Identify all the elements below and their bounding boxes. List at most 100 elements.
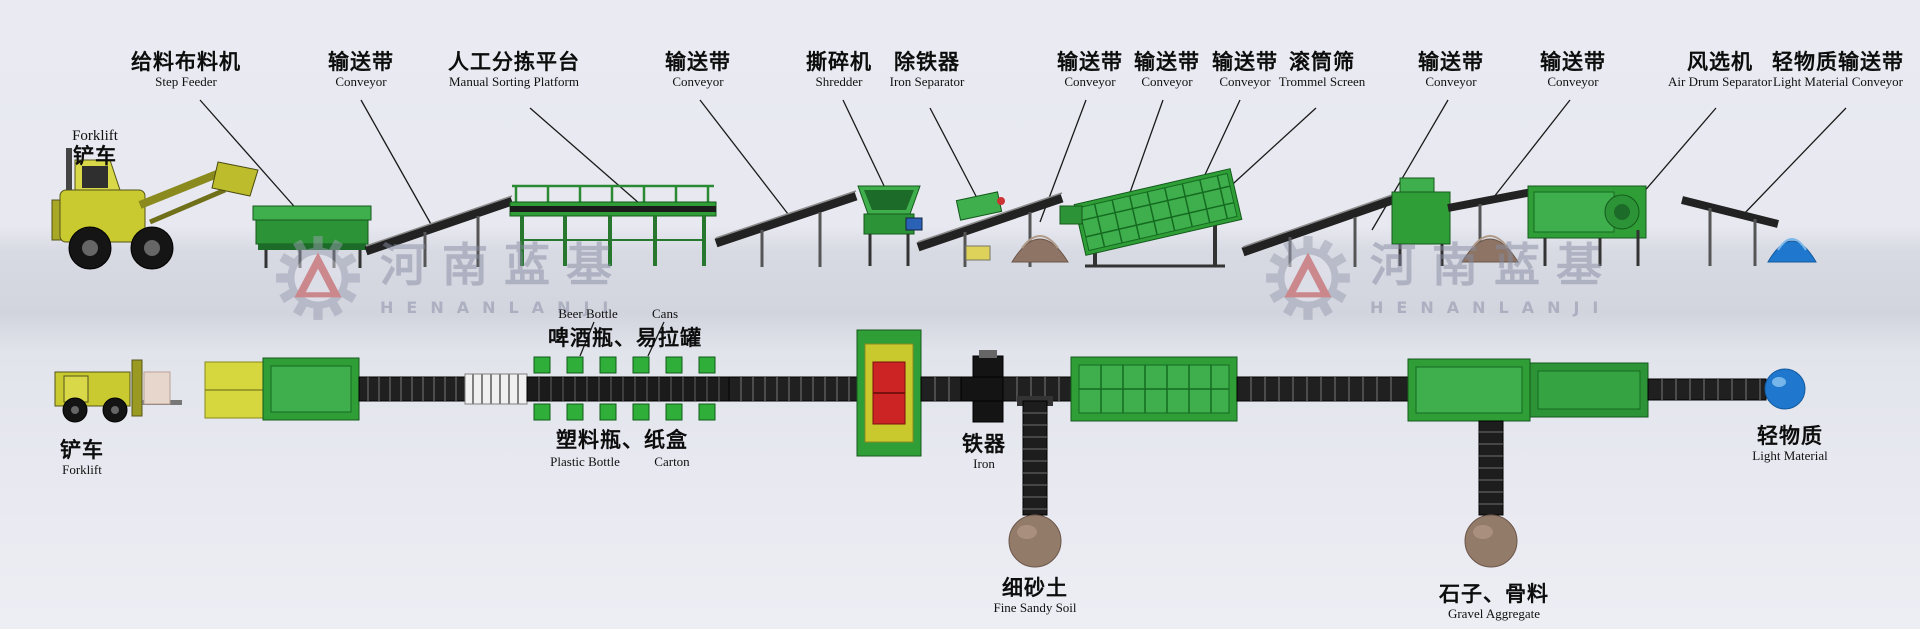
label-air-drum-separator: 风选机 Air Drum Separator bbox=[1668, 50, 1772, 90]
label-forklift-top-cn: 铲车 bbox=[73, 144, 117, 168]
fines-discharge-conveyor bbox=[1008, 396, 1062, 568]
label-forklift-bottom-en: Forklift bbox=[62, 462, 102, 477]
label-step-feeder-cn: 给料布料机 bbox=[131, 50, 241, 74]
label-gravel-aggregate-en: Gravel Aggregate bbox=[1447, 606, 1541, 621]
label-conveyor-1-en: Conveyor bbox=[335, 74, 387, 89]
watermark-english: HENANLANJI bbox=[380, 297, 622, 317]
sorting-belt-top-view bbox=[526, 356, 730, 421]
soil-pile-illustration bbox=[1011, 235, 1069, 263]
label-iron-cn: 铁器 bbox=[962, 432, 1006, 456]
label-conveyor-6-cn: 输送带 bbox=[1418, 50, 1484, 74]
label-manual-sorting-platform-en: Manual Sorting Platform bbox=[449, 74, 579, 89]
air-drum-separator-illustration bbox=[1527, 185, 1647, 266]
label-beer-cans-cn-text: 啤酒瓶、易拉罐 bbox=[548, 326, 702, 350]
shredder-illustration bbox=[857, 185, 923, 266]
label-iron-separator-en: Iron Separator bbox=[889, 74, 965, 89]
label-light-material-cn: 轻物质 bbox=[1756, 424, 1823, 448]
watermark-logo-left: 河南蓝基 HENANLANJI bbox=[272, 232, 628, 324]
air-separator-top-view bbox=[1407, 358, 1649, 422]
watermark-logo-right: 河南蓝基 HENANLANJI bbox=[1262, 232, 1618, 324]
label-plastic-carton: 塑料瓶、纸盒 bbox=[556, 428, 688, 452]
label-conveyor-2-en: Conveyor bbox=[672, 74, 724, 89]
label-beer-cans-cn: 啤酒瓶、易拉罐 bbox=[548, 326, 702, 350]
label-forklift-top: Forklift 铲车 bbox=[72, 128, 118, 168]
conveyor-5-illustration bbox=[1447, 188, 1533, 245]
label-iron-separator: 除铁器 Iron Separator bbox=[890, 50, 965, 90]
label-forklift-bottom-cn: 铲车 bbox=[60, 438, 104, 462]
label-shredder-en: Shredder bbox=[815, 74, 863, 89]
step-feeder-illustration bbox=[252, 205, 372, 268]
label-air-drum-separator-en: Air Drum Separator bbox=[1668, 74, 1772, 89]
label-manual-sorting-platform-cn: 人工分拣平台 bbox=[448, 50, 580, 74]
label-beer-bottle-en: Beer Bottle bbox=[558, 306, 618, 321]
label-light-material: 轻物质 Light Material bbox=[1752, 424, 1827, 464]
label-iron-separator-cn: 除铁器 bbox=[894, 50, 960, 74]
forklift-illustration-bottom bbox=[54, 359, 182, 423]
label-manual-sorting-platform: 人工分拣平台 Manual Sorting Platform bbox=[448, 50, 580, 90]
label-step-feeder: 给料布料机 Step Feeder bbox=[131, 50, 241, 90]
label-conveyor-7-cn: 输送带 bbox=[1540, 50, 1606, 74]
label-carton-en: Carton bbox=[654, 454, 690, 469]
light-material-cone-illustration bbox=[1767, 238, 1817, 263]
conveyor-1-illustration bbox=[364, 195, 514, 267]
label-plastic-carton-cn: 塑料瓶、纸盒 bbox=[556, 428, 688, 452]
label-trommel-screen-cn: 滚筒筛 bbox=[1288, 50, 1355, 74]
trommel-top-view bbox=[1070, 356, 1238, 422]
label-conveyor-2: 输送带 Conveyor bbox=[665, 50, 731, 90]
label-shredder-cn: 撕碎机 bbox=[806, 50, 872, 74]
label-conveyor-6: 输送带 Conveyor bbox=[1418, 50, 1484, 90]
label-air-drum-separator-cn: 风选机 bbox=[1687, 50, 1753, 74]
label-conveyor-1-cn: 输送带 bbox=[328, 50, 394, 74]
label-conveyor-3-cn: 输送带 bbox=[1057, 50, 1123, 74]
label-conveyor-4-cn: 输送带 bbox=[1134, 50, 1200, 74]
label-beer-bottle: Beer Bottle bbox=[558, 306, 618, 322]
shredder-top-view bbox=[856, 329, 922, 457]
light-material-belt-top-view bbox=[1647, 368, 1806, 410]
label-conveyor-3-en: Conveyor bbox=[1064, 74, 1116, 89]
label-conveyor-3: 输送带 Conveyor bbox=[1057, 50, 1123, 90]
label-gravel-aggregate: 石子、骨料 Gravel Aggregate bbox=[1439, 582, 1549, 622]
label-conveyor-6-en: Conveyor bbox=[1425, 74, 1477, 89]
label-conveyor-1: 输送带 Conveyor bbox=[328, 50, 394, 90]
label-light-material-conveyor-en: Light Material Conveyor bbox=[1773, 74, 1903, 89]
label-iron: 铁器 Iron bbox=[962, 432, 1006, 472]
label-iron-en: Iron bbox=[973, 456, 995, 471]
watermark-english: HENANLANJI bbox=[1370, 297, 1612, 317]
watermark-chinese: 河南蓝基 bbox=[1370, 237, 1618, 292]
feeder-top-view bbox=[204, 357, 360, 421]
walkway-top-view bbox=[464, 373, 528, 405]
label-gravel-aggregate-cn: 石子、骨料 bbox=[1439, 582, 1549, 606]
gear-logo-icon bbox=[276, 236, 360, 320]
label-step-feeder-en: Step Feeder bbox=[155, 74, 217, 89]
label-conveyor-7: 输送带 Conveyor bbox=[1540, 50, 1606, 90]
label-plastic-bottle: Plastic Bottle bbox=[550, 454, 620, 470]
light-material-conveyor-illustration bbox=[1681, 196, 1779, 266]
label-conveyor-5-en: Conveyor bbox=[1219, 74, 1271, 89]
label-conveyor-5-cn: 输送带 bbox=[1212, 50, 1278, 74]
gravel-discharge-conveyor bbox=[1464, 420, 1518, 568]
label-carton: Carton bbox=[654, 454, 689, 470]
label-forklift-top-en: Forklift bbox=[72, 128, 118, 144]
conveyor-2-illustration bbox=[714, 190, 858, 267]
label-fine-sandy-soil-cn: 细砂土 bbox=[1001, 576, 1068, 600]
label-plastic-bottle-en: Plastic Bottle bbox=[550, 454, 620, 469]
forklift-illustration-top bbox=[51, 148, 259, 270]
label-shredder: 撕碎机 Shredder bbox=[806, 50, 872, 90]
belt-top-view-2 bbox=[728, 376, 858, 402]
gravel-pile-illustration bbox=[1461, 235, 1519, 263]
label-cans: Cans bbox=[652, 306, 678, 322]
feed-tower-illustration bbox=[1391, 177, 1451, 266]
label-conveyor-5: 输送带 Conveyor bbox=[1212, 50, 1278, 90]
label-cans-en: Cans bbox=[652, 306, 678, 321]
watermark-chinese: 河南蓝基 bbox=[380, 237, 628, 292]
belt-top-view-1 bbox=[358, 376, 466, 402]
label-forklift-bottom: 铲车 Forklift bbox=[60, 438, 104, 478]
label-light-material-en: Light Material bbox=[1752, 448, 1828, 463]
label-fine-sandy-soil: 细砂土 Fine Sandy Soil bbox=[993, 576, 1076, 616]
iron-separator-illustration bbox=[955, 191, 1005, 261]
label-conveyor-4: 输送带 Conveyor bbox=[1134, 50, 1200, 90]
manual-sorting-platform-illustration bbox=[509, 184, 717, 266]
label-fine-sandy-soil-en: Fine Sandy Soil bbox=[993, 600, 1077, 615]
